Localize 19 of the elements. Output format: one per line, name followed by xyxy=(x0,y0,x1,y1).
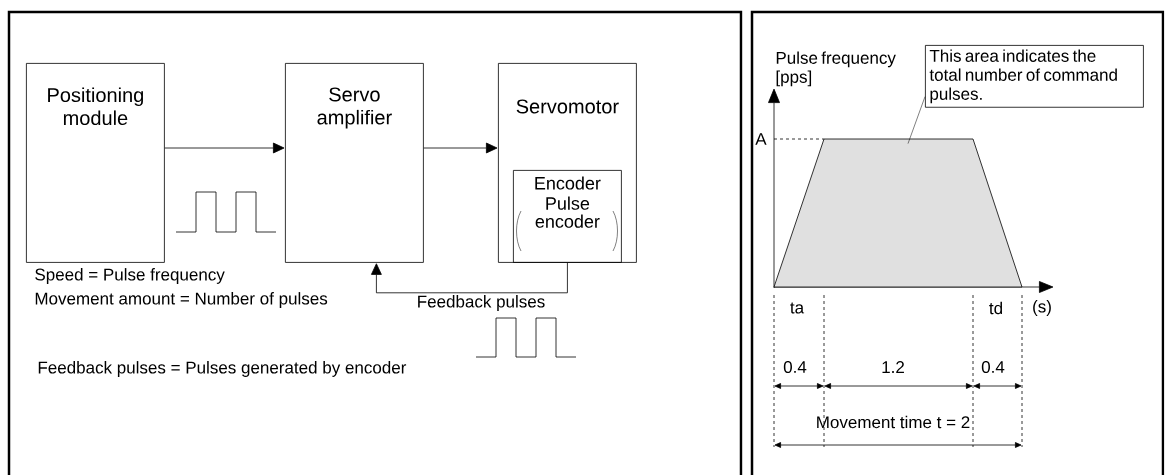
dimension-label: (s) xyxy=(1033,300,1051,316)
edge-label: Feedback pulses xyxy=(415,294,547,312)
block-box: Servo amplifier xyxy=(285,63,424,263)
dimension-label: 0.4 xyxy=(981,361,1005,374)
axis-value: A xyxy=(755,133,767,145)
arrow xyxy=(371,262,568,294)
dimension-label: 0.4 xyxy=(783,361,807,374)
encoder-box: Encoder Pulse encoder xyxy=(513,170,622,263)
arrow xyxy=(423,142,498,154)
axis-title: Pulse frequency [pps] xyxy=(776,51,896,87)
note-text: Movement amount = Number of pulses xyxy=(35,292,328,308)
arrow xyxy=(164,142,285,154)
block-box: Positioning module xyxy=(26,63,165,263)
dimension-label: 1.2 xyxy=(882,361,904,373)
dimension-label: Movement time t = 2 xyxy=(817,415,970,429)
leader-line xyxy=(907,96,926,144)
note-text: Feedback pulses = Pulses generated by encoder xyxy=(38,361,407,377)
shaded-area xyxy=(773,138,1023,288)
callout-box: This area indicates the total number of command pulses. xyxy=(925,45,1144,108)
